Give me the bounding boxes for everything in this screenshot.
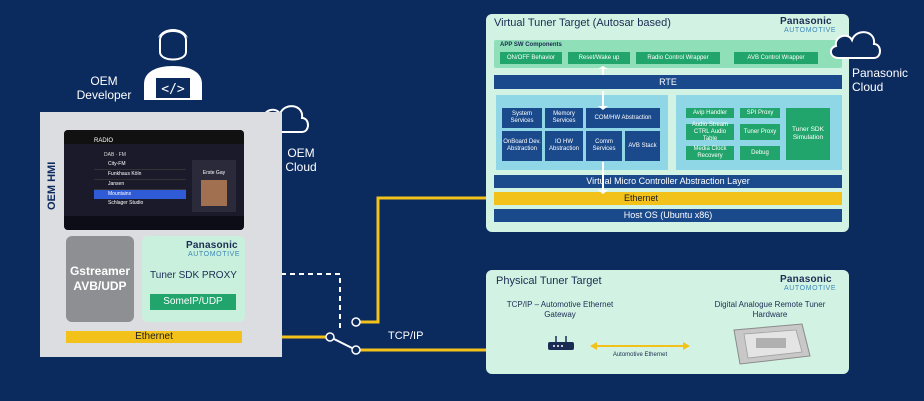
tuner-sdk-proxy-box: Panasonic AUTOMOTIVE Tuner SDK PROXY Som… — [142, 236, 245, 322]
oem-ethernet-bar: Ethernet — [66, 331, 242, 343]
tuner-block: Media Clock Recovery — [686, 146, 734, 160]
com-hw-abstraction-box: COM/HW Abstraction — [586, 108, 660, 128]
tuner-sdk-simulation-box: Tuner SDK Simulation — [786, 108, 830, 160]
virtual-brand-sub: AUTOMOTIVE — [784, 27, 837, 34]
album-art — [201, 180, 227, 206]
tuner-hardware-image — [733, 323, 811, 365]
app-component: Radio Control Wrapper — [636, 52, 720, 64]
app-component: ON/OFF Behavior — [500, 52, 562, 64]
station-list: City-FM Funkhaus Köln Jansen Mountains S… — [94, 160, 186, 208]
rte-bar: RTE — [494, 75, 842, 89]
tuner-block: Tuner Proxy — [740, 124, 780, 140]
arrow-icons — [598, 66, 608, 194]
tcpip-label: TCP/IP — [388, 330, 424, 342]
screen-header: RADIO — [94, 138, 114, 144]
tuner-block: Avip Handler — [686, 108, 734, 118]
gateway-label: TCP/IP – Automotive Ethernet Gateway — [506, 300, 614, 319]
screen-band: DAB · FM — [104, 152, 126, 158]
code-icon: </> — [161, 82, 185, 97]
oem-cloud-label: OEM Cloud — [285, 146, 317, 174]
app-sw-label: APP SW Components — [500, 42, 562, 48]
switch-arm — [329, 336, 357, 351]
screen-bottom-bar — [64, 216, 244, 230]
tuner-block: SPI Proxy — [740, 108, 780, 118]
comm-services-box: Comm Services — [586, 131, 622, 161]
station-item[interactable]: City-FM — [94, 160, 186, 170]
host-os-bar: Host OS (Ubuntu x86) — [494, 209, 842, 222]
tuner-block: Debug — [740, 146, 780, 160]
someip-box: SomeIP/UDP — [150, 294, 236, 310]
virtual-ethernet-bar: Ethernet — [494, 192, 842, 205]
physical-brand-sub: AUTOMOTIVE — [784, 285, 837, 292]
station-item[interactable]: Jansen — [94, 180, 186, 190]
station-item[interactable]: Schlager Studio — [108, 200, 144, 206]
panasonic-cloud-icon — [830, 31, 881, 59]
virtual-title: Virtual Tuner Target (Autosar based) — [494, 17, 671, 29]
tuner-block: Audio Stream CTRL Audio Table — [686, 122, 734, 142]
developer-label: OEM Developer — [76, 74, 132, 102]
io-hw-abstraction-box: IO HW Abstraction — [545, 131, 583, 161]
panasonic-cloud-label: Panasonic Cloud — [852, 66, 909, 94]
hmi-screen[interactable]: RADIO DAB · FM City-FM Funkhaus Köln Jan… — [64, 130, 244, 230]
now-playing-card: Erste Gay — [192, 160, 236, 212]
developer-person-icon: </> — [144, 29, 202, 100]
automotive-ethernet-arrow — [590, 342, 690, 350]
switch-node-2 — [325, 332, 335, 342]
app-component: Reset/Wake up — [568, 52, 630, 64]
physical-title: Physical Tuner Target — [496, 275, 602, 287]
vmcal-bar: Virtual Micro Controller Abstraction Lay… — [494, 175, 842, 188]
switch-node-1 — [351, 317, 361, 327]
hardware-label: Digital Analogue Remote Tuner Hardware — [714, 300, 826, 319]
ethernet-uplink-line — [356, 196, 486, 324]
physical-brand: Panasonic — [780, 274, 832, 285]
proxy-label: Tuner SDK PROXY — [150, 270, 237, 281]
proxy-brand-sub: AUTOMOTIVE — [188, 251, 241, 258]
automotive-ethernet-label: Automotive Ethernet — [612, 352, 668, 358]
switch-node-3 — [351, 345, 361, 355]
app-component: AVB Control Wrapper — [734, 52, 818, 64]
virtual-brand: Panasonic — [780, 16, 832, 27]
proxy-brand: Panasonic — [186, 240, 238, 251]
gstreamer-box: Gstreamer AVB/UDP — [66, 236, 134, 322]
station-item-selected[interactable]: Mountains — [94, 190, 186, 199]
system-services-box: System Services — [502, 108, 542, 128]
station-item[interactable]: Funkhaus Köln — [94, 170, 186, 180]
memory-services-box: Memory Services — [545, 108, 583, 128]
oem-hmi-label: OEM HMI — [46, 161, 58, 211]
avb-stack-box: AVB Stack — [625, 131, 660, 161]
onboard-dev-abstraction-box: OnBoard Dev. Abstraction — [502, 131, 542, 161]
router-icon — [548, 336, 574, 350]
now-playing-title: Erste Gay — [202, 170, 226, 176]
